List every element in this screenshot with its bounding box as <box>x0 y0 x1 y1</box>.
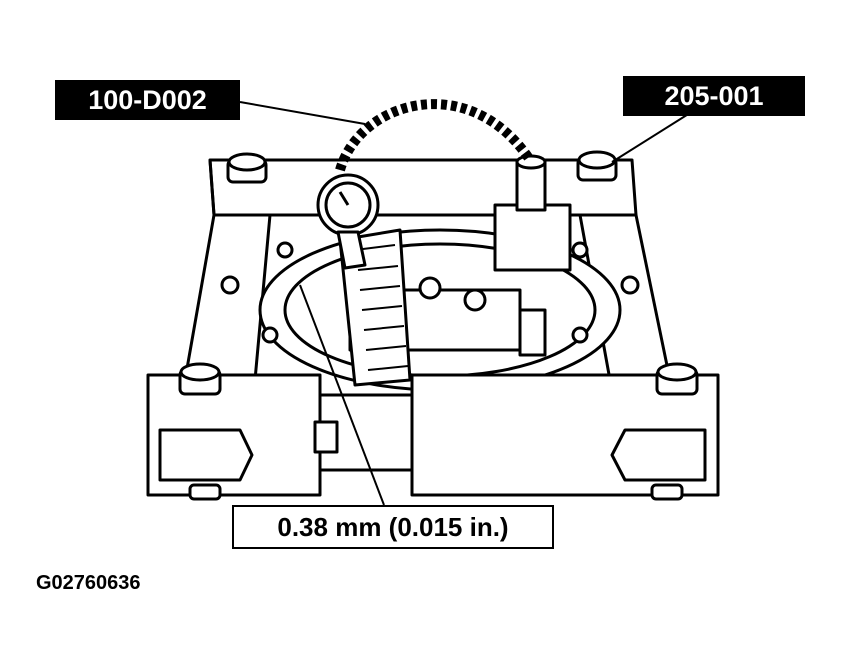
fixture-top-bar <box>208 158 638 217</box>
leader-lines <box>239 101 691 506</box>
fixture-front-bars <box>146 373 720 497</box>
dial-indicator <box>316 173 380 270</box>
fixture-bolts <box>178 150 699 501</box>
ring-gear <box>338 228 412 387</box>
callout-dial-indicator-tool: 100-D002 <box>55 80 240 120</box>
callout-fixture-tool: 205-001 <box>623 76 805 116</box>
differential-carrier <box>220 228 640 392</box>
figure-id: G02760636 <box>36 572 141 594</box>
callout-measurement: 0.38 mm (0.015 in.) <box>232 505 554 549</box>
